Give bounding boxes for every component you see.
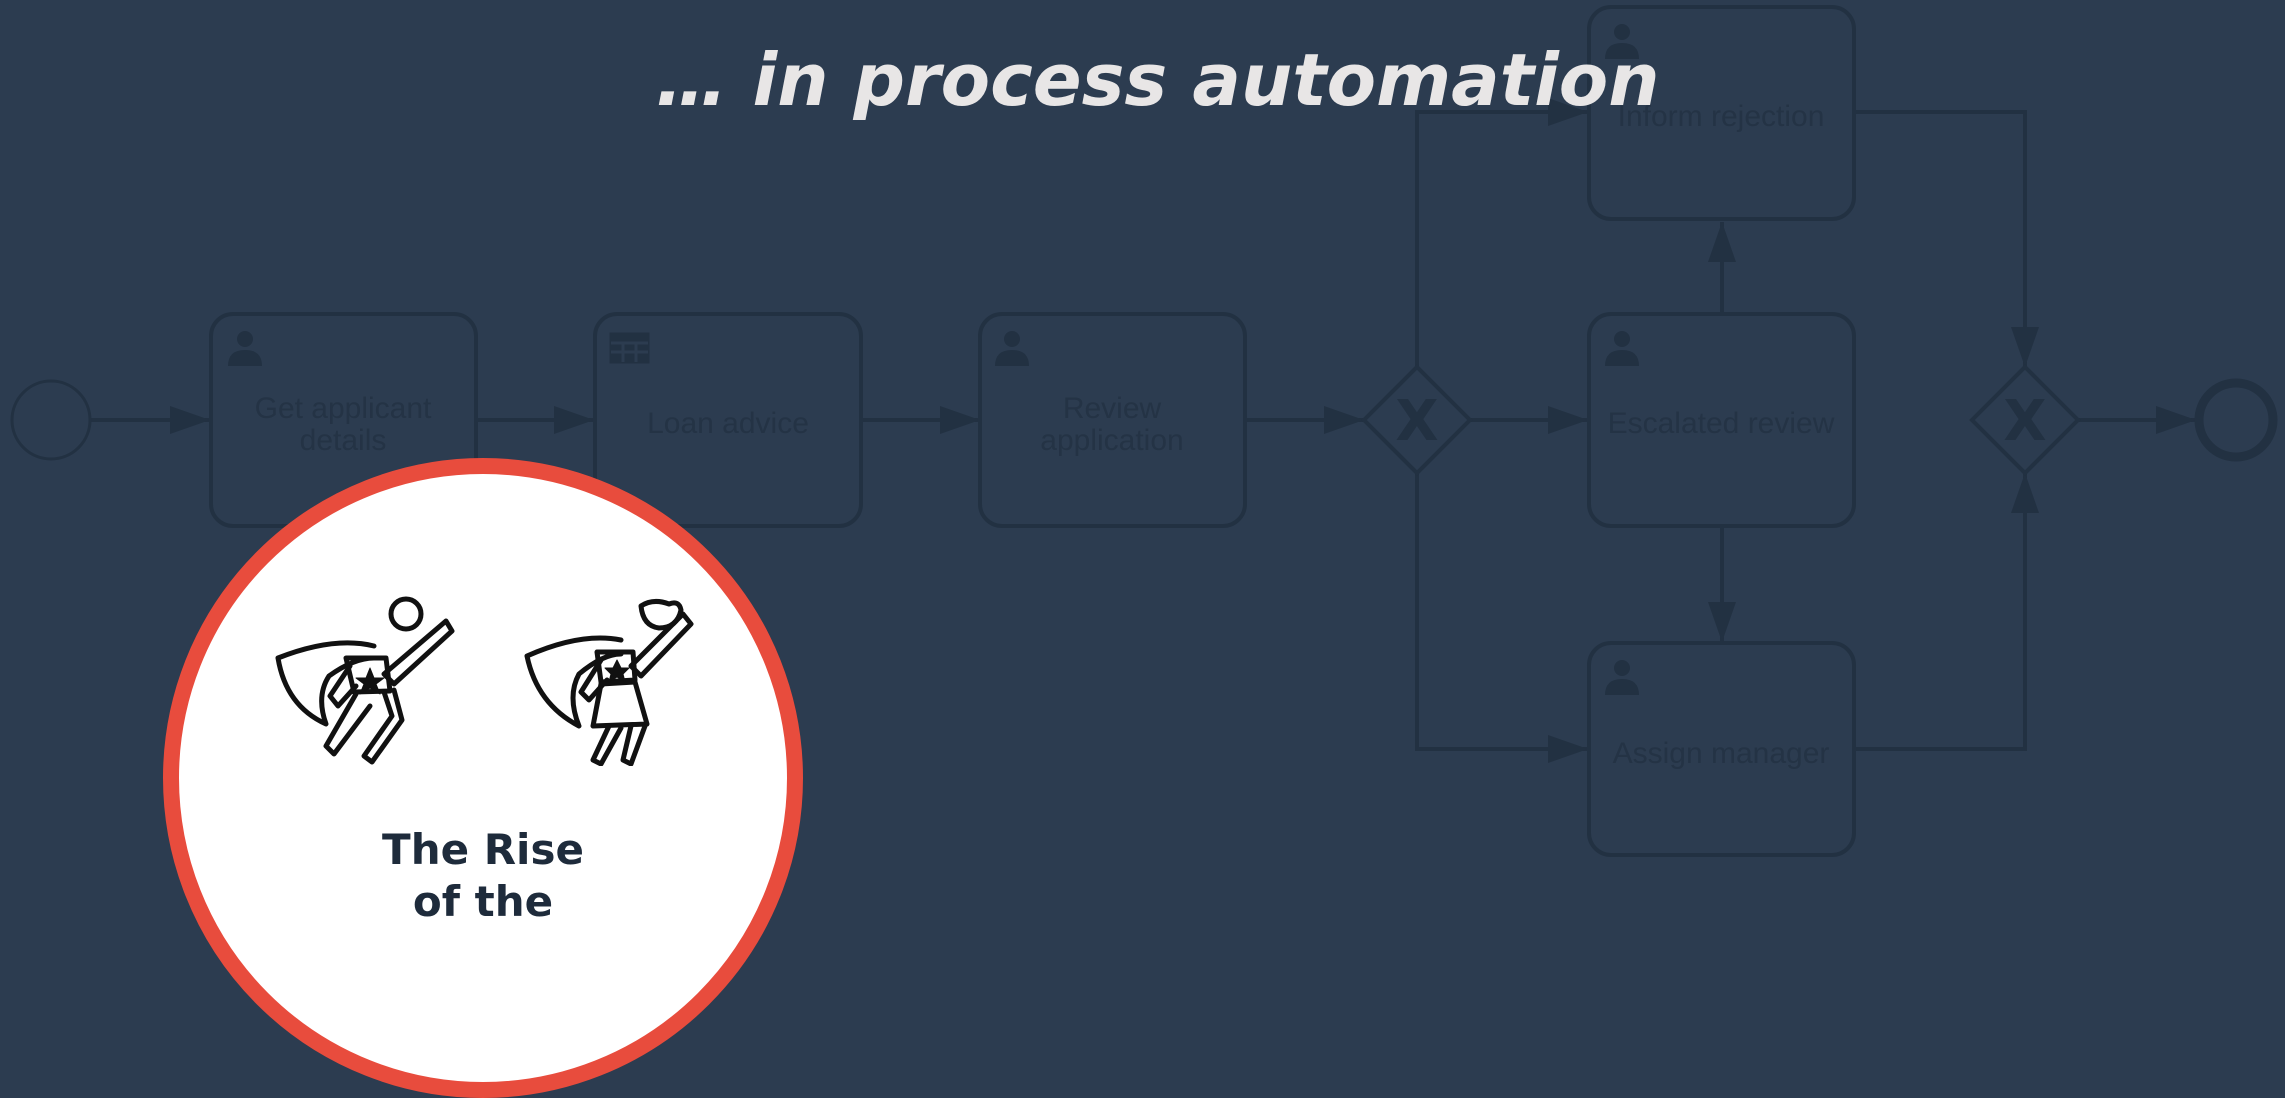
user-icon <box>1605 660 1639 695</box>
flow-gateway-to-assign-manager <box>1415 473 1588 763</box>
exclusive-gateway-split[interactable] <box>1361 364 1473 476</box>
flow-assign-manager-to-merge <box>1854 473 2039 751</box>
user-icon <box>1605 331 1639 366</box>
user-icon <box>228 331 262 366</box>
task-loan-advice[interactable] <box>593 312 863 528</box>
badge-title-line2: of the <box>412 877 554 926</box>
flow-gateway-to-inform-rejection <box>1415 98 1588 367</box>
superhero-male-icon <box>275 596 455 765</box>
task-label: Loan advice <box>647 407 809 440</box>
end-event[interactable] <box>2194 378 2278 462</box>
task-label: Inform rejection <box>1618 100 1825 133</box>
rise-badge: The Rise of the <box>163 458 803 1098</box>
badge-title-line1: The Rise <box>382 825 584 874</box>
task-inform-rejection[interactable] <box>1587 5 1856 221</box>
superhero-female-icon <box>524 598 694 766</box>
headline: … in process automation <box>655 38 1660 122</box>
flow-inform-rejection-to-merge <box>1854 110 2039 367</box>
task-label: Assign manager <box>1613 737 1830 770</box>
task-review-application[interactable] <box>978 312 1247 528</box>
gateway-x-marker: X <box>1395 389 1438 454</box>
user-icon <box>995 331 1029 366</box>
task-assign-manager[interactable] <box>1587 641 1856 857</box>
gateway-x-marker: X <box>2003 389 2046 454</box>
table-icon <box>609 332 650 364</box>
task-escalated-review[interactable] <box>1587 312 1856 528</box>
badge-title: The Rise of the <box>179 824 787 928</box>
start-event[interactable] <box>10 379 92 461</box>
exclusive-gateway-merge[interactable] <box>1969 364 2081 476</box>
task-label: Escalated review <box>1608 407 1835 440</box>
